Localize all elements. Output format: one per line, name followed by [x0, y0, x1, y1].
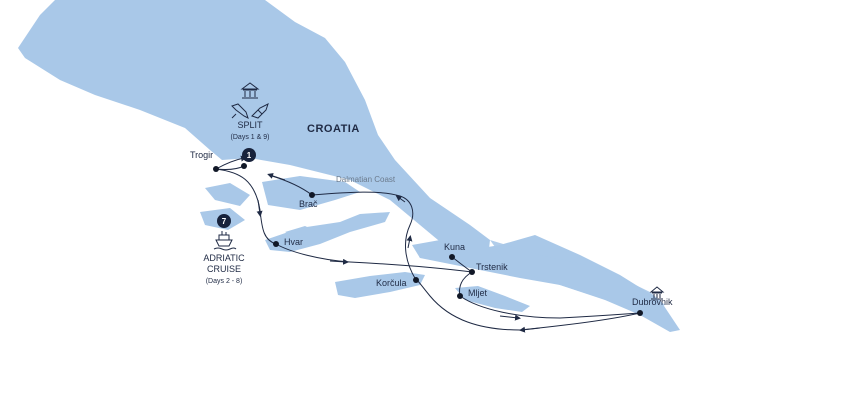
stop-korcula — [413, 277, 419, 283]
mainland-south — [490, 240, 665, 312]
landmark-icon — [649, 286, 665, 300]
cruise-hub-days: (Days 2 - 8) — [206, 278, 243, 285]
ship-icon — [213, 231, 237, 251]
stop-brac — [309, 192, 315, 198]
cruise-badge-number: 7 — [222, 217, 227, 226]
place-label-mljet: Mljet — [468, 288, 488, 298]
stop-dubrovnik — [637, 310, 643, 316]
route-trogir-hvar — [215, 168, 277, 245]
peljesac-peninsula — [415, 235, 680, 332]
stop-mljet — [457, 293, 463, 299]
island-mljet — [455, 286, 530, 312]
landmark-icon — [240, 82, 260, 99]
cruise-hub-name-line1: ADRIATIC — [203, 253, 245, 263]
stop-split — [241, 163, 247, 169]
island-hvar — [265, 212, 390, 252]
island-korcula — [335, 272, 425, 298]
island-ciovo — [205, 183, 250, 206]
route-brac-split-arrow — [267, 173, 286, 181]
route-hvar-trstenik-arrow — [329, 258, 349, 265]
place-label-trogir: Trogir — [190, 150, 213, 160]
cruise-badge — [217, 214, 231, 228]
split-hub-days: (Days 1 & 9) — [231, 134, 270, 141]
country-label: CROATIA — [307, 123, 360, 135]
stop-trogir — [213, 166, 219, 172]
place-label-trstenik: Trstenik — [476, 262, 508, 272]
route-korcula-brac-arrow — [406, 235, 413, 249]
land — [18, 0, 680, 332]
place-label-hvar: Hvar — [284, 237, 303, 247]
split-hub: SPLIT (Days 1 & 9) 1 — [231, 82, 270, 162]
stop-hvar — [273, 241, 279, 247]
stops — [213, 163, 643, 316]
airplane-icon — [231, 103, 269, 119]
stop-trstenik — [469, 269, 475, 275]
coast-label: Dalmatian Coast — [336, 175, 396, 184]
split-badge-number: 1 — [247, 151, 252, 160]
route-korcula-brac — [311, 191, 417, 281]
route — [215, 155, 641, 333]
island-vis — [285, 226, 318, 240]
route-hvar-trstenik — [275, 243, 473, 273]
cruise-hub-name-line2: CRUISE — [207, 264, 241, 274]
route-trogir-hvar-arrow — [256, 199, 263, 217]
island-kuna — [412, 240, 455, 258]
route-dubrovnik-korcula-arrow — [519, 326, 541, 333]
route-dubrovnik-korcula — [415, 279, 641, 331]
place-label-kuna: Kuna — [444, 242, 465, 252]
mainland — [18, 0, 490, 262]
place-label-brac: Brač — [299, 199, 318, 209]
split-hub-name: SPLIT — [237, 120, 263, 130]
place-label-dubrovnik: Dubrovnik — [632, 297, 673, 307]
split-badge — [242, 148, 256, 162]
place-label-korcula: Korčula — [376, 278, 407, 288]
route-mljet-dubrovnik-arrow — [499, 314, 521, 321]
cruise-hub: 7 ADRIATIC CRUISE (Days 2 - 8) — [203, 214, 245, 285]
route-mljet-dubrovnik — [459, 295, 641, 319]
route-brac-arrow2 — [395, 195, 406, 203]
stop-kuna — [449, 254, 455, 260]
